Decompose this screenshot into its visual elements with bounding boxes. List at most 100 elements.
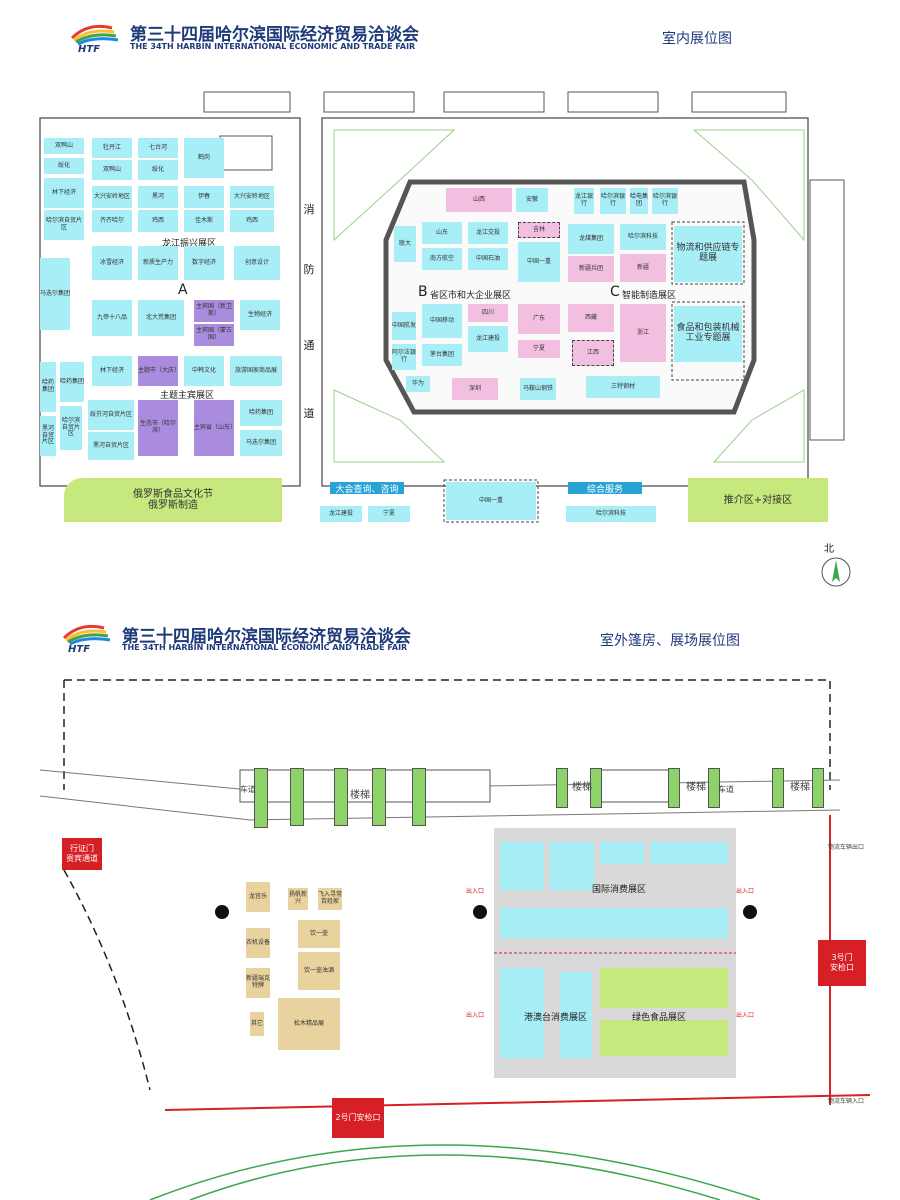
logistics-zone[interactable]: 物流和供应链专题展 [674, 226, 742, 282]
booth[interactable]: 中国一重 [518, 242, 560, 282]
booth[interactable]: 龙江交投 [468, 222, 508, 244]
booth[interactable]: 哈尔滨银行 [652, 188, 678, 214]
booth[interactable]: 四川 [468, 304, 508, 322]
booth[interactable]: 茅台集团 [422, 344, 462, 366]
booth[interactable]: 主宾省（山东） [194, 400, 234, 456]
booth[interactable]: 马迭尔集团 [240, 430, 282, 456]
tent-booth[interactable]: 龙宫乐 [246, 882, 270, 912]
booth[interactable]: 牡丹江 [92, 138, 132, 158]
booth[interactable]: 宁夏 [368, 506, 410, 522]
booth[interactable]: 九帝十八品 [92, 300, 132, 336]
consumer-booth-cluster[interactable] [500, 908, 728, 938]
vip-gate[interactable]: 行证门 贵宾通道 [62, 838, 102, 870]
booth[interactable]: 绥芬河自贸片区 [88, 400, 134, 430]
consumer-booth-cluster[interactable] [550, 842, 594, 890]
booth[interactable]: 西藏 [568, 304, 614, 332]
booth[interactable]: 中韩文化 [184, 356, 224, 386]
booth[interactable]: 龙煤集团 [568, 224, 614, 254]
booth[interactable]: 黑河自贸片区 [40, 416, 56, 456]
booth[interactable]: 主题市（大庆） [138, 356, 178, 386]
booth[interactable]: 双鸭山 [44, 138, 84, 154]
booth[interactable]: 鹤岗 [184, 138, 224, 178]
booth[interactable]: 主宾国（新卫斯） [194, 300, 234, 322]
booth[interactable]: 林下经济 [92, 356, 132, 386]
tent-booth[interactable]: 新疆瑞克特牌 [246, 968, 270, 998]
booth[interactable]: 黑河 [138, 186, 178, 208]
booth[interactable]: 哈尔滨自贸片区 [60, 406, 82, 450]
booth[interactable]: 生态市（哈尔滨） [138, 400, 178, 456]
booth[interactable]: 宁夏 [518, 340, 560, 358]
booth[interactable]: 哈药集团 [240, 400, 282, 426]
booth[interactable]: 哈药集团 [40, 362, 56, 412]
booth[interactable]: 哈尔滨银行 [600, 188, 626, 214]
booth[interactable]: 龙江建投 [320, 506, 362, 522]
booth[interactable]: 山东 [422, 222, 462, 244]
booth[interactable]: 龙江建投 [468, 326, 508, 352]
consumer-booth-cluster[interactable] [500, 968, 544, 1058]
consumer-booth-cluster[interactable] [650, 842, 728, 864]
booth[interactable]: 七台河 [138, 138, 178, 158]
booth[interactable]: 马鞍山钢铁 [520, 378, 556, 400]
booth[interactable]: 林下经济 [44, 178, 84, 208]
tent-booth[interactable]: 扬帆新兴 [288, 888, 308, 910]
booth[interactable]: 深圳 [452, 378, 498, 400]
booth[interactable]: 创意设计 [234, 246, 280, 280]
booth[interactable]: 新质生产力 [138, 246, 178, 280]
green-food-booth-cluster[interactable] [600, 1020, 728, 1056]
booth[interactable]: 大兴安岭地区 [92, 186, 132, 208]
booth[interactable]: 齐齐哈尔 [92, 210, 132, 232]
tent-booth[interactable]: 飞入寻常百姓家 [318, 888, 342, 910]
booth[interactable]: 黑河自贸片区 [88, 432, 134, 460]
booth[interactable]: 中国航发 [392, 312, 416, 340]
booth[interactable]: 哈尔滨科技 [620, 224, 666, 250]
booth[interactable]: 中国移动 [422, 304, 462, 338]
booth[interactable]: 冰雪经济 [92, 246, 132, 280]
tent-booth[interactable]: 松木精品展 [278, 998, 340, 1050]
booth[interactable]: 佳木斯 [184, 210, 224, 232]
booth[interactable]: 江西 [572, 340, 614, 366]
service-desk[interactable]: 综合服务 [568, 482, 642, 495]
booth[interactable]: 中国石油 [468, 248, 508, 270]
info-desk[interactable]: 大会查询、咨询 [330, 482, 404, 495]
consumer-booth-cluster[interactable] [500, 842, 544, 890]
tent-booth[interactable]: 农机设备 [246, 928, 270, 958]
booth[interactable]: 山西 [446, 188, 512, 212]
booth[interactable]: 龙江银行 [574, 188, 594, 214]
booth[interactable]: 三特钢材 [586, 376, 660, 398]
russia-food-festival[interactable]: 俄罗斯食品文化节 俄罗斯制造 [64, 478, 282, 522]
booth[interactable]: 鸡西 [138, 210, 178, 232]
booth[interactable]: 伊春 [184, 186, 224, 208]
booth[interactable]: 哈尔滨科技 [566, 506, 656, 522]
promo-zone[interactable]: 推介区+对接区 [688, 478, 828, 522]
booth[interactable]: 阿尔法银行 [392, 344, 416, 370]
booth[interactable]: 哈药集团 [60, 362, 84, 402]
booth[interactable]: 华为 [406, 376, 430, 392]
booth[interactable]: 数字经济 [184, 246, 224, 280]
booth[interactable]: 安徽 [516, 188, 548, 212]
booth[interactable]: 大兴安岭地区 [230, 186, 274, 208]
tent-booth[interactable]: 饮一壶 [298, 920, 340, 948]
tent-booth[interactable]: 饮一壶浊酒 [298, 952, 340, 990]
booth[interactable]: 绥化 [44, 158, 84, 174]
tent-booth[interactable]: 其它 [250, 1012, 264, 1036]
food-machinery-zone[interactable]: 食品和包装机械工业专题展 [674, 306, 742, 362]
booth[interactable]: 浙江 [620, 304, 666, 362]
booth[interactable]: 马迭尔集团 [40, 258, 70, 330]
consumer-booth-cluster[interactable] [600, 842, 644, 864]
booth[interactable]: 旅游国家商品展 [230, 356, 282, 386]
booth[interactable]: 鸡西 [230, 210, 274, 232]
booth[interactable]: 新疆 [620, 254, 666, 282]
booth[interactable]: 广东 [518, 304, 560, 334]
consumer-booth-cluster[interactable] [560, 972, 592, 1058]
booth[interactable]: 新疆兵团 [568, 256, 614, 282]
booth[interactable]: 联大 [394, 226, 416, 262]
booth[interactable]: 哈电集团 [630, 188, 648, 214]
booth[interactable]: 生物经济 [240, 300, 280, 330]
green-food-booth-cluster[interactable] [600, 968, 728, 1008]
booth[interactable]: 双鸭山 [92, 160, 132, 180]
gate-3[interactable]: 3号门 安检口 [818, 940, 866, 986]
booth[interactable]: 北大荒集团 [138, 300, 184, 336]
booth[interactable]: 南方航空 [422, 248, 462, 270]
gate-2[interactable]: 2号门安检口 [332, 1098, 384, 1138]
booth[interactable]: 主宾国（蒙古国） [194, 324, 234, 346]
